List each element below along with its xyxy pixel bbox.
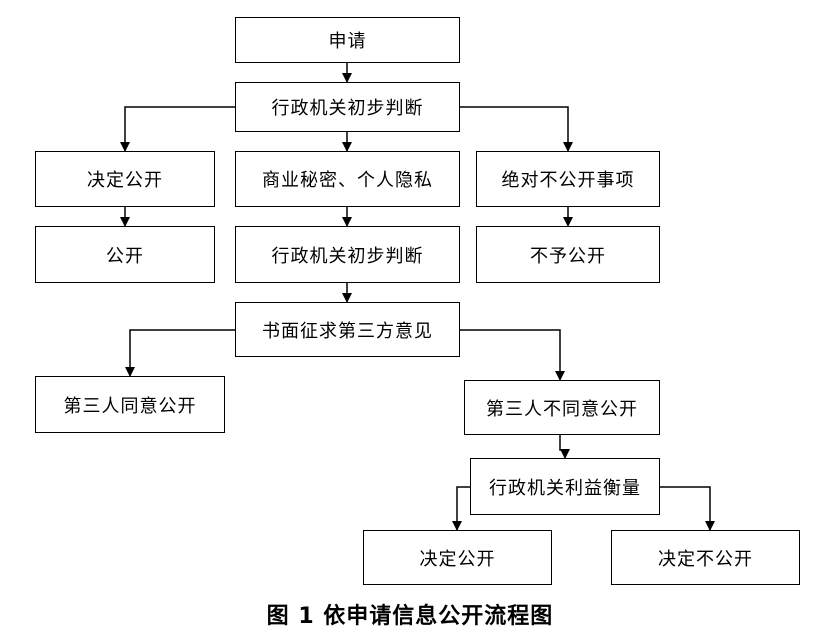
node-decide-open: 决定公开: [35, 151, 215, 207]
node-interest-balance: 行政机关利益衡量: [470, 458, 660, 515]
arrow-balance-to-final-open: [452, 486, 470, 531]
node-absolutely-not-open: 绝对不公开事项: [476, 151, 660, 207]
node-open: 公开: [35, 226, 215, 283]
node-final-decide-open: 决定公开: [363, 530, 552, 585]
node-trade-secret-privacy: 商业秘密、个人隐私: [235, 151, 460, 207]
arrow-judgment-to-not-open-matters: [460, 106, 573, 152]
node-apply: 申请: [235, 17, 460, 63]
arrow-judgment-to-decide-open: [120, 106, 235, 152]
node-third-party-disagrees: 第三人不同意公开: [464, 380, 660, 435]
node-solicit-opinion: 书面征求第三方意见: [235, 302, 460, 357]
node-final-decide-not-open: 决定不公开: [611, 530, 800, 585]
arrow-balance-to-final-not-open: [660, 486, 715, 531]
figure-caption: 图 1 依申请信息公开流程图: [266, 604, 554, 629]
node-initial-judgment-2: 行政机关初步判断: [235, 226, 460, 283]
node-not-disclosed: 不予公开: [476, 226, 660, 283]
node-third-party-agrees: 第三人同意公开: [35, 376, 225, 433]
node-initial-judgment: 行政机关初步判断: [235, 82, 460, 132]
arrow-solicit-to-disagree: [460, 329, 565, 381]
arrow-disagree-to-balance: [559, 435, 570, 459]
arrow-solicit-to-agree: [125, 329, 235, 377]
